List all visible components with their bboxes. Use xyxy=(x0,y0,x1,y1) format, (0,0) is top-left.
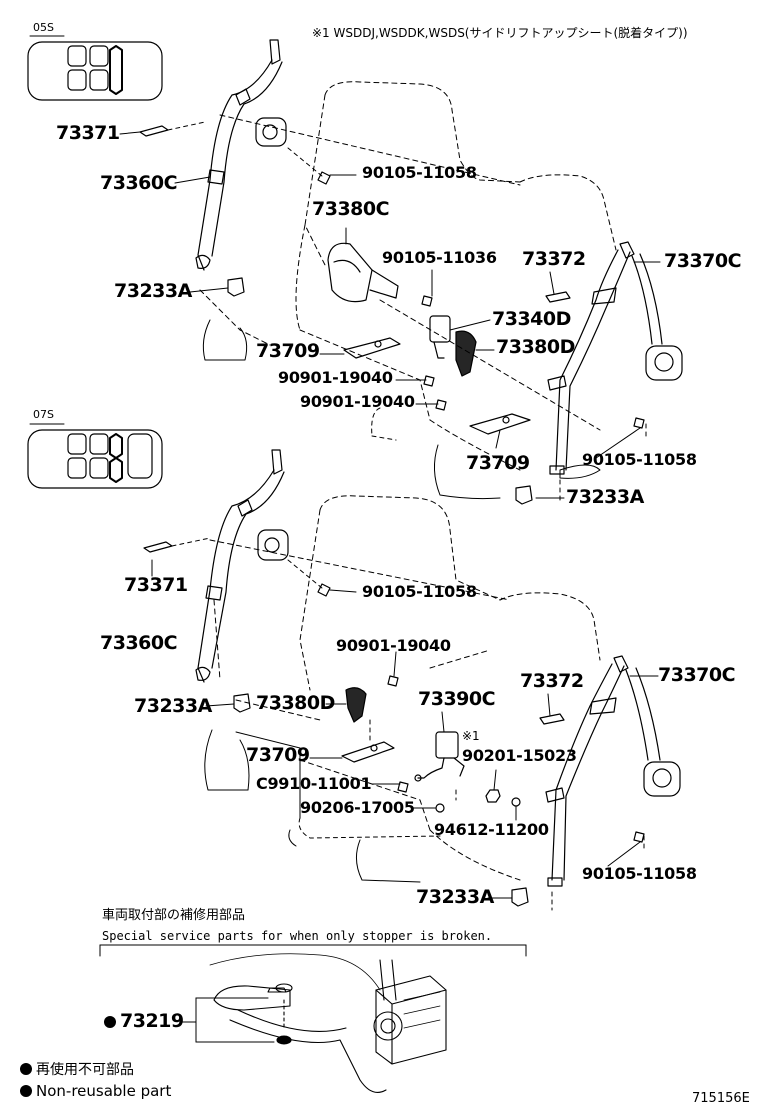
anchor-73709-bottom xyxy=(341,741,395,763)
seat-outline-top xyxy=(199,81,617,471)
bolt-90105-11036 xyxy=(421,295,433,307)
part-73372-bottom[interactable]: 73372 xyxy=(520,670,584,692)
part-73233a-bottom-left[interactable]: 73233A xyxy=(134,695,212,717)
part-73233a-top-left[interactable]: 73233A xyxy=(114,280,192,302)
part-90105-11036[interactable]: 90105-11036 xyxy=(382,248,497,267)
cover-73233a-top-left xyxy=(227,277,245,297)
part-73380c[interactable]: 73380C xyxy=(312,198,390,220)
repair-title-en: Special service parts for when only stop… xyxy=(102,929,493,943)
part-c9910-11001[interactable]: C9910-11001 xyxy=(256,774,372,793)
part-73709-top-right[interactable]: 73709 xyxy=(466,452,530,474)
part-90201-15023[interactable]: 90201-15023 xyxy=(462,746,577,765)
legend-en: Non-reusable part xyxy=(20,1084,171,1099)
bracket-73219 xyxy=(181,997,275,1043)
washer-94612-11200 xyxy=(511,797,521,807)
clip-73371-bottom xyxy=(143,541,173,553)
model-note: ※1 WSDDJ,WSDDK,WSDS(サイドリフトアップシート(脱着タイプ)) xyxy=(312,26,688,40)
part-73370c-bottom[interactable]: 73370C xyxy=(658,664,736,686)
belt-73360c-bottom xyxy=(195,449,289,683)
part-90105-11058-bottom-b[interactable]: 90105-11058 xyxy=(582,864,697,883)
part-73233a-top-right[interactable]: 73233A xyxy=(566,486,644,508)
part-73233a-bottom-right[interactable]: 73233A xyxy=(416,886,494,908)
vehicle-05s-icon xyxy=(27,35,163,101)
part-90105-11058-top-a[interactable]: 90105-11058 xyxy=(362,163,477,182)
part-73371-top[interactable]: 73371 xyxy=(56,122,120,144)
seat-base-bottom xyxy=(204,729,421,883)
part-73219-number: 73219 xyxy=(120,1010,184,1032)
bolt-90901-19040-top-a xyxy=(423,375,435,387)
part-90901-19040-top-b[interactable]: 90901-19040 xyxy=(300,392,415,411)
clip-73372-top xyxy=(545,291,571,303)
part-73360c-bottom[interactable]: 73360C xyxy=(100,632,178,654)
belt-73370c-bottom xyxy=(545,655,681,887)
part-73390c[interactable]: 73390C xyxy=(418,688,496,710)
part-73709-bottom[interactable]: 73709 xyxy=(246,744,310,766)
non-reusable-marker-icon xyxy=(104,1016,116,1028)
legend-dot-icon-en xyxy=(20,1085,32,1097)
repair-parts-bracket xyxy=(99,944,527,957)
nut-90201-15023 xyxy=(485,789,501,803)
part-90901-19040-top-a[interactable]: 90901-19040 xyxy=(278,368,393,387)
legend-dot-icon-jp xyxy=(20,1063,32,1075)
variant-07s-label: 07S xyxy=(33,408,54,421)
part-73380d-top[interactable]: 73380D xyxy=(496,336,575,358)
part-90901-19040-bottom[interactable]: 90901-19040 xyxy=(336,636,451,655)
part-73380d-bottom[interactable]: 73380D xyxy=(256,692,335,714)
part-73219[interactable]: 73219 xyxy=(104,1012,184,1031)
bolt-90901-19040-top-b xyxy=(435,399,447,411)
legend-jp: 再使用不可部品 xyxy=(20,1063,134,1077)
leader-lines-bottom xyxy=(151,559,659,911)
clip-73371-top xyxy=(139,125,169,137)
belt-73370c-top xyxy=(547,241,683,475)
buckle-73380c xyxy=(327,242,399,303)
seat-outline-bottom xyxy=(209,495,601,881)
buckle-73340d xyxy=(429,315,451,359)
buckle-73380d-bottom xyxy=(345,687,367,723)
figure-id: 715156E xyxy=(692,1091,750,1106)
bolt-90105-11058-bottom-b xyxy=(633,831,645,843)
leader-lines-top xyxy=(119,131,661,501)
bolt-90901-19040-bottom xyxy=(387,675,399,687)
part-90105-11058-top-b[interactable]: 90105-11058 xyxy=(582,450,697,469)
part-73372-top[interactable]: 73372 xyxy=(522,248,586,270)
part-73709-top-left[interactable]: 73709 xyxy=(256,340,320,362)
part-73371-bottom[interactable]: 73371 xyxy=(124,574,188,596)
bolt-90105-11058-top-b xyxy=(633,417,645,429)
cover-73233a-bottom-left xyxy=(233,693,251,713)
legend-jp-text: 再使用不可部品 xyxy=(36,1062,134,1078)
note-mark-1: ※1 xyxy=(462,729,480,743)
buckle-73390c xyxy=(414,731,465,782)
cover-73233a-top-right xyxy=(515,485,533,505)
part-73340d[interactable]: 73340D xyxy=(492,308,571,330)
variant-05s-label: 05S xyxy=(33,21,54,34)
vehicle-07s-icon xyxy=(27,423,163,489)
anchor-73709-top-right xyxy=(469,413,531,435)
repair-parts-artwork xyxy=(195,953,447,1093)
bolt-90105-11058-top-a xyxy=(317,171,331,185)
anchor-73709-top-left xyxy=(343,337,401,359)
part-90206-17005[interactable]: 90206-17005 xyxy=(300,798,415,817)
belt-73360c-top xyxy=(195,39,287,271)
part-90105-11058-bottom-a[interactable]: 90105-11058 xyxy=(362,582,477,601)
washer-90206-17005 xyxy=(435,803,445,813)
seat-base-top xyxy=(202,319,601,500)
cover-73233a-bottom-right xyxy=(511,887,529,907)
part-73370c-top[interactable]: 73370C xyxy=(664,250,742,272)
part-73360c-top[interactable]: 73360C xyxy=(100,172,178,194)
buckle-73380d-top xyxy=(455,330,477,377)
legend-en-text: Non-reusable part xyxy=(36,1082,172,1100)
part-94612-11200[interactable]: 94612-11200 xyxy=(434,820,549,839)
bolt-90105-11058-bottom-a xyxy=(317,583,331,597)
repair-title-jp: 車両取付部の補修用部品 xyxy=(102,908,246,923)
screw-c9910-11001 xyxy=(397,781,409,793)
clip-73372-bottom xyxy=(539,713,565,725)
